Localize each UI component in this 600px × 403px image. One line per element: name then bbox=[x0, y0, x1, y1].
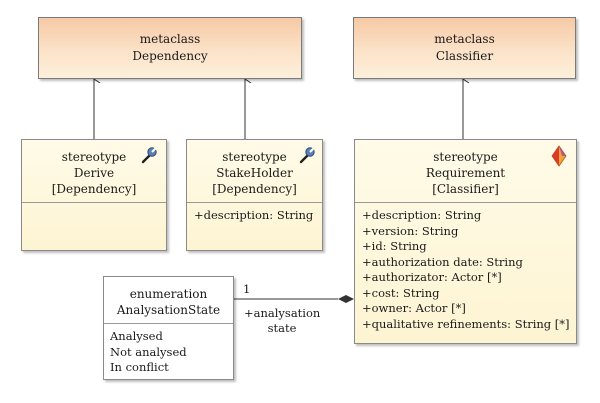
stereotype-header: stereotype Requirement [Classifier] bbox=[355, 140, 576, 203]
enumeration-keyword: enumeration bbox=[129, 287, 208, 301]
literal-item[interactable]: Analysed bbox=[110, 329, 163, 343]
metaclass-name: Classifier bbox=[435, 49, 494, 63]
literal-item[interactable]: Not analysed bbox=[110, 344, 187, 359]
attribute-item[interactable]: +owner: Actor [*] bbox=[362, 301, 466, 315]
stereotype-header: stereotype StakeHolder [Dependency] bbox=[187, 140, 322, 203]
attribute-item[interactable]: +description: String bbox=[194, 208, 314, 222]
stereotype-name: Requirement bbox=[425, 166, 506, 180]
attribute-item[interactable]: +description: String bbox=[362, 208, 482, 222]
attribute-item[interactable]: +qualitative refinements: String [*] bbox=[362, 316, 570, 331]
stereotype-derive[interactable]: stereotype Derive [Dependency] bbox=[21, 139, 167, 251]
stereotype-keyword: stereotype bbox=[222, 150, 287, 164]
attribute-item[interactable]: +authorization date: String bbox=[362, 254, 523, 269]
role-label: +analysation state bbox=[244, 306, 320, 336]
role-label-line: state bbox=[267, 321, 297, 335]
stereotype-header: stereotype Derive [Dependency] bbox=[22, 140, 166, 203]
stereotype-keyword: stereotype bbox=[433, 150, 498, 164]
stereotype-name: Derive bbox=[73, 166, 115, 180]
enumeration-header: enumeration AnalysationState bbox=[104, 277, 233, 324]
metaclass-name: Dependency bbox=[132, 49, 208, 63]
composition-diamond bbox=[338, 295, 354, 303]
attribute-list: +description: String +version: String +i… bbox=[355, 203, 576, 332]
stereotype-extends: [Dependency] bbox=[51, 182, 137, 196]
attribute-item[interactable]: +cost: String bbox=[362, 285, 440, 300]
literal-list: Analysed Not analysed In conflict bbox=[104, 324, 233, 376]
stereotype-extends: [Classifier] bbox=[432, 182, 499, 196]
metaclass-keyword: metaclass bbox=[434, 32, 495, 46]
enumeration-name: AnalysationState bbox=[116, 303, 221, 317]
wrench-icon bbox=[299, 147, 315, 164]
stereotype-keyword: stereotype bbox=[61, 150, 127, 164]
stereotype-requirement[interactable]: stereotype Requirement [Classifier] +des… bbox=[354, 139, 577, 344]
attribute-list: +description: String bbox=[187, 203, 322, 224]
wrench-icon bbox=[141, 147, 157, 164]
stereotype-stakeholder[interactable]: stereotype StakeHolder [Dependency] +des… bbox=[186, 139, 323, 251]
metaclass-dependency[interactable]: metaclass Dependency bbox=[38, 17, 302, 79]
stereotype-extends: [Dependency] bbox=[212, 182, 297, 196]
metaclass-classifier[interactable]: metaclass Classifier bbox=[353, 17, 576, 79]
attribute-item[interactable]: +version: String bbox=[362, 223, 459, 238]
attribute-item[interactable]: +authorizator: Actor [*] bbox=[362, 270, 502, 284]
stereotype-name: StakeHolder bbox=[216, 166, 293, 180]
diamond-icon bbox=[551, 145, 567, 167]
enumeration-analysation-state[interactable]: enumeration AnalysationState Analysed No… bbox=[103, 276, 234, 380]
multiplicity-label: 1 bbox=[243, 282, 251, 296]
attribute-item[interactable]: +id: String bbox=[362, 239, 427, 253]
metaclass-keyword: metaclass bbox=[139, 32, 201, 46]
literal-item[interactable]: In conflict bbox=[110, 360, 169, 374]
role-label-line: +analysation bbox=[244, 306, 321, 320]
